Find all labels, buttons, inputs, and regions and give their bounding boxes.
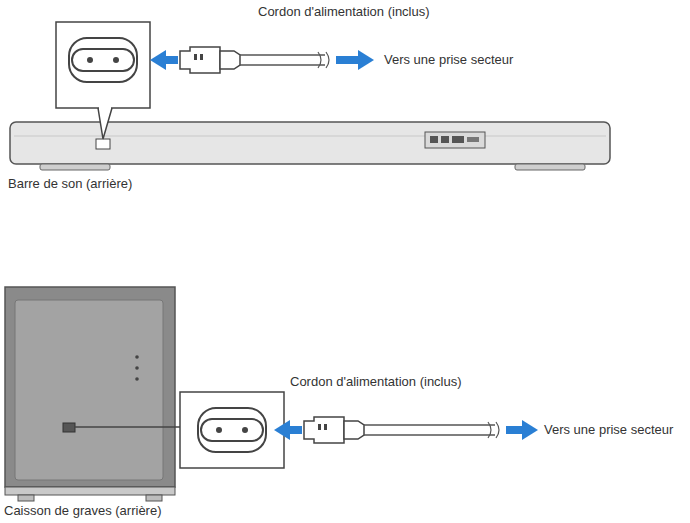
outlet-label: Vers une prise secteur (544, 422, 673, 438)
cord-label: Cordon d'alimentation (inclus) (290, 374, 462, 390)
part-name: Barre de son (arrière) (8, 176, 132, 192)
part-name: Caisson de graves (arrière) (4, 503, 162, 519)
outlet-label: Vers une prise secteur (384, 52, 513, 68)
cord-label: Cordon d'alimentation (inclus) (258, 4, 430, 20)
